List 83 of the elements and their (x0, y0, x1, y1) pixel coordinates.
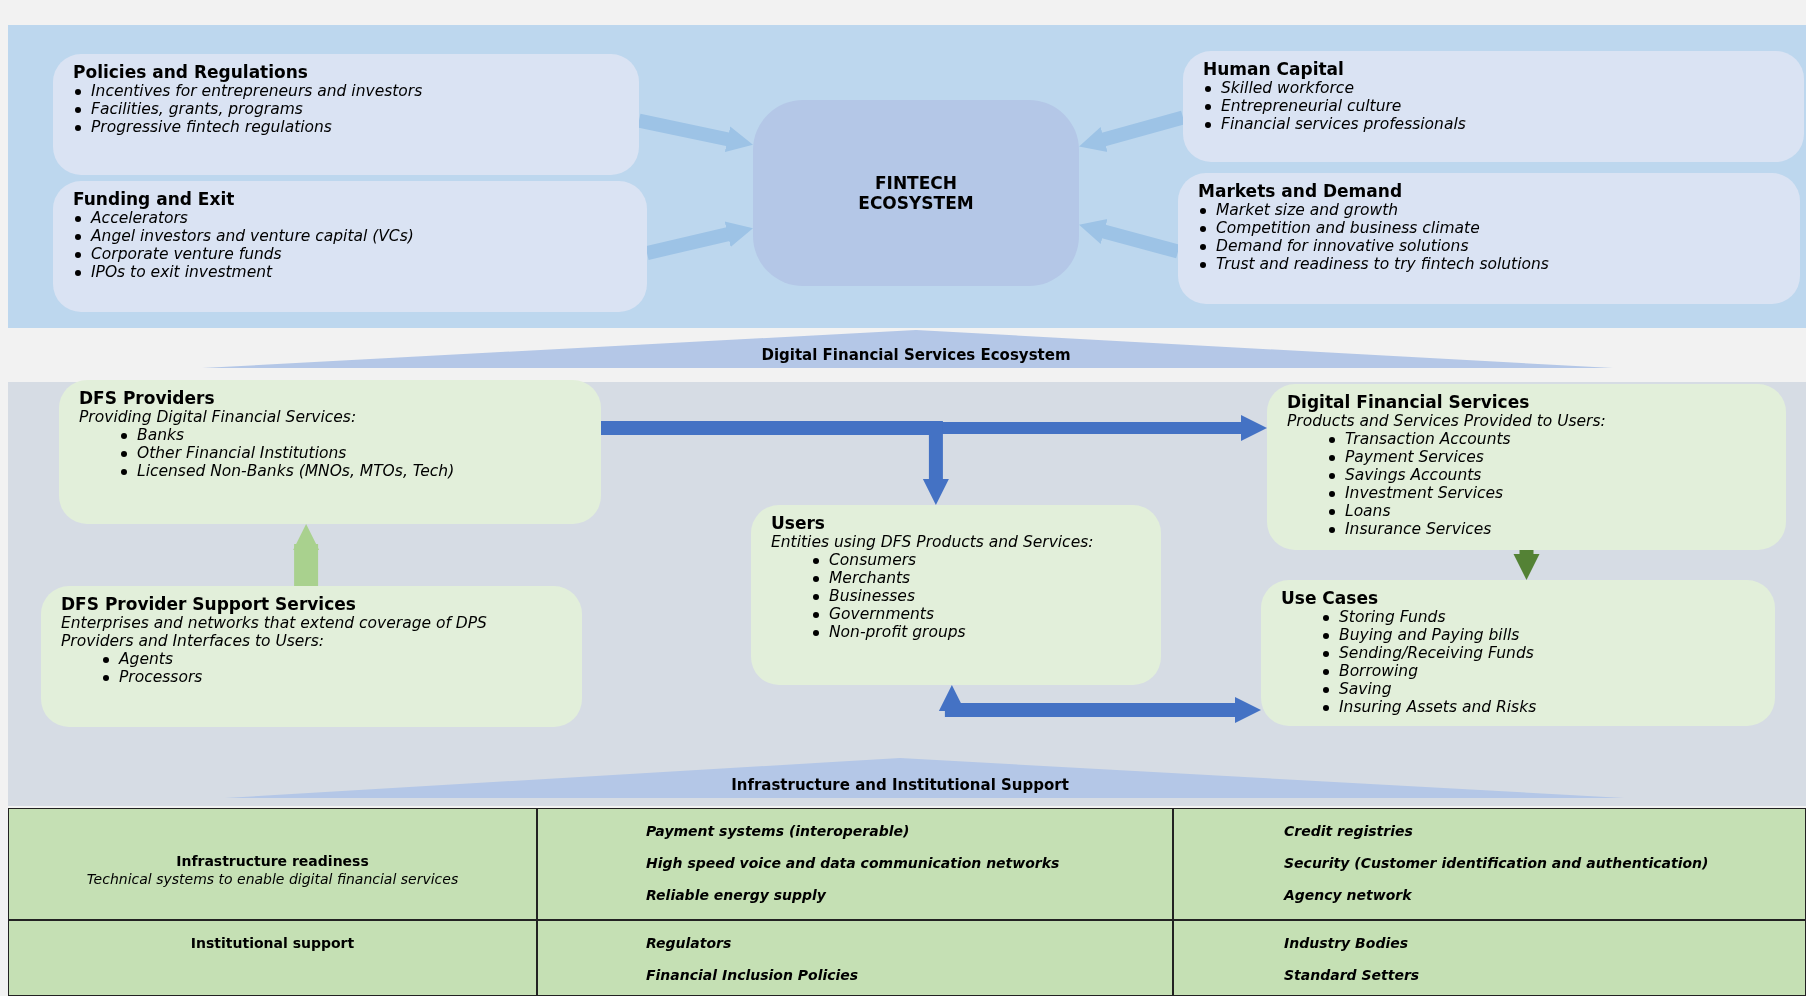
list-item: Licensed Non-Banks (MNOs, MTOs, Tech) (119, 462, 581, 480)
category-box (41, 586, 582, 727)
heading: Funding and Exit (73, 189, 236, 209)
cell-text: Regulators (646, 935, 732, 951)
cell-text: Infrastructure readiness (175, 853, 370, 869)
list-item: Other Financial Institutions (119, 444, 581, 462)
category-box (53, 54, 639, 175)
list-item: Borrowing (1321, 662, 1755, 680)
hub-box (753, 100, 1079, 286)
category-box (1261, 580, 1775, 726)
list-item: Non-profit groups (811, 623, 1141, 641)
cell-text: Payment systems (interoperable) (646, 823, 910, 839)
list-item: Financial services professionals (1203, 115, 1784, 133)
heading: Use Cases (1281, 588, 1380, 608)
heading: Users (771, 513, 826, 533)
list-item: Entrepreneurial culture (1203, 97, 1784, 115)
list-item: Accelerators (73, 209, 627, 227)
list-item: Skilled workforce (1203, 79, 1784, 97)
heading: Markets and Demand (1198, 181, 1404, 201)
list-item: Saving (1321, 680, 1755, 698)
block-arrow (645, 221, 753, 260)
cell-text: Reliable energy supply (646, 887, 826, 903)
cell-text: Security (Customer identification and authentication) (1284, 855, 1709, 871)
list-item: Sending/Receiving Funds (1321, 644, 1755, 662)
list-item: Incentives for entrepreneurs and investors (73, 82, 619, 100)
heading: DFS Provider Support Services (61, 594, 357, 614)
heading: Human Capital (1203, 59, 1345, 79)
list-item: Facilities, grants, programs (73, 100, 619, 118)
block-arrow (601, 421, 949, 505)
list-item: Market size and growth (1198, 201, 1780, 219)
list-item: Agents (101, 650, 562, 668)
list-item: Competition and business climate (1198, 219, 1780, 237)
list-item: Investment Services (1327, 484, 1766, 502)
list-item: Buying and Paying bills (1321, 626, 1755, 644)
list-item: IPOs to exit investment (73, 263, 627, 281)
block-arrow (1079, 218, 1180, 259)
list-item: Governments (811, 605, 1141, 623)
block-arrow (1079, 110, 1185, 152)
list-item: Processors (101, 668, 562, 686)
heading: FINTECH ECOSYSTEM (857, 173, 975, 213)
description: Products and Services Provided to Users: (1287, 412, 1607, 430)
list-item: Banks (119, 426, 581, 444)
category-box (1267, 384, 1786, 550)
list-item: Angel investors and venture capital (VCs) (73, 227, 627, 245)
list-item: Savings Accounts (1327, 466, 1766, 484)
cell-text: Institutional support (189, 935, 356, 951)
list-item: Insurance Services (1327, 520, 1766, 538)
list-item: Loans (1327, 502, 1766, 520)
heading: DFS Providers (79, 388, 216, 408)
list-item: Businesses (811, 587, 1141, 605)
description: Enterprises and networks that extend coverage of DPS Providers and Interfaces to Users: (61, 614, 488, 650)
cell-text: Agency network (1284, 887, 1412, 903)
cell-text: High speed voice and data communication networks (646, 855, 1060, 871)
heading: Digital Financial Services (1287, 392, 1531, 412)
category-box (1183, 51, 1804, 162)
category-box (1178, 173, 1800, 304)
list-item: Demand for innovative solutions (1198, 237, 1780, 255)
banner-title: Digital Financial Services Ecosystem (760, 346, 1072, 364)
list-item: Transaction Accounts (1327, 430, 1766, 448)
category-box (53, 181, 647, 312)
block-arrow (938, 685, 1261, 723)
list-item: Corporate venture funds (73, 245, 627, 263)
list-item: Merchants (811, 569, 1141, 587)
block-arrow (293, 524, 320, 586)
block-arrow (1513, 550, 1540, 580)
cell-text: Credit registries (1284, 823, 1413, 839)
heading: Policies and Regulations (73, 62, 309, 82)
list-item: Storing Funds (1321, 608, 1755, 626)
cell-text: Financial Inclusion Policies (646, 967, 859, 983)
list-item: Insuring Assets and Risks (1321, 698, 1755, 716)
list-item: Progressive fintech regulations (73, 118, 619, 136)
cell-text: Industry Bodies (1284, 935, 1409, 951)
list-item: Consumers (811, 551, 1141, 569)
cell-text: Technical systems to enable digital financial services (85, 871, 460, 887)
banner-title: Infrastructure and Institutional Support (730, 776, 1070, 794)
block-arrow (637, 113, 753, 152)
list-item: Trust and readiness to try fintech solutions (1198, 255, 1780, 273)
cell-text: Standard Setters (1284, 967, 1420, 983)
description: Providing Digital Financial Services: (79, 408, 358, 426)
description: Entities using DFS Products and Services: (771, 533, 1095, 551)
category-box (59, 380, 601, 524)
category-box (751, 505, 1161, 685)
list-item: Payment Services (1327, 448, 1766, 466)
